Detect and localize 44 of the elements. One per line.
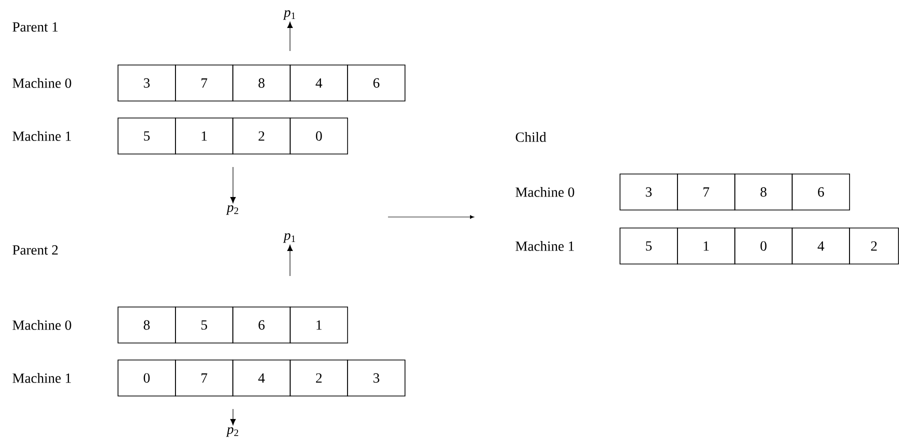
gene-cell: 1: [677, 228, 736, 264]
gene-cell: 3: [118, 64, 176, 102]
gene-cell: 8: [734, 174, 793, 210]
row-label: Machine 1: [12, 373, 71, 383]
gene-cell: 6: [232, 306, 291, 344]
row-label: Machine 0: [516, 187, 574, 197]
gene-cell: 3: [620, 174, 678, 210]
row-label: Machine 1: [516, 241, 574, 251]
arrow: [287, 22, 293, 52]
gene-cell: 2: [849, 228, 899, 264]
gene-cell: 1: [290, 306, 348, 344]
gene-cell: 0: [118, 360, 176, 396]
row-label: Child: [516, 132, 546, 142]
arrow: [287, 244, 293, 276]
gene-cell: 4: [232, 360, 291, 396]
row-label: Machine 0: [12, 320, 72, 330]
cut-point-label: p$_{1}$: [283, 233, 296, 243]
gene-cell: 4: [290, 64, 348, 102]
gene-cell: 1: [175, 118, 234, 154]
row-label: Parent 2: [12, 245, 58, 255]
cut-point-label: p$_{1}$: [283, 10, 296, 20]
gene-cell: 7: [175, 64, 234, 102]
gene-cell: 6: [347, 64, 406, 102]
gene-cell: 0: [290, 118, 348, 154]
gene-cell: 3: [347, 360, 406, 396]
arrow: [230, 408, 236, 426]
row-label: Machine 1: [12, 131, 71, 141]
arrow: [230, 166, 236, 204]
gene-cell: 2: [290, 360, 348, 396]
gene-cell: 5: [620, 228, 678, 264]
cut-point-label: p$_{2}$: [226, 205, 238, 215]
gene-cell: 6: [792, 174, 850, 210]
gene-cell: 7: [175, 360, 234, 396]
gene-cell: 0: [734, 228, 793, 264]
gene-cell: 2: [232, 118, 291, 154]
gene-cell: 4: [792, 228, 850, 264]
row-label: Machine 0: [12, 78, 72, 88]
gene-cell: 5: [118, 118, 176, 154]
gene-cell: 7: [677, 174, 736, 210]
row-label: Parent 1: [12, 22, 58, 32]
gene-cell: 8: [118, 306, 176, 344]
gene-cell: 5: [175, 306, 234, 344]
cut-point-label: p$_{2}$: [226, 427, 238, 437]
gene-cell: 8: [232, 64, 291, 102]
